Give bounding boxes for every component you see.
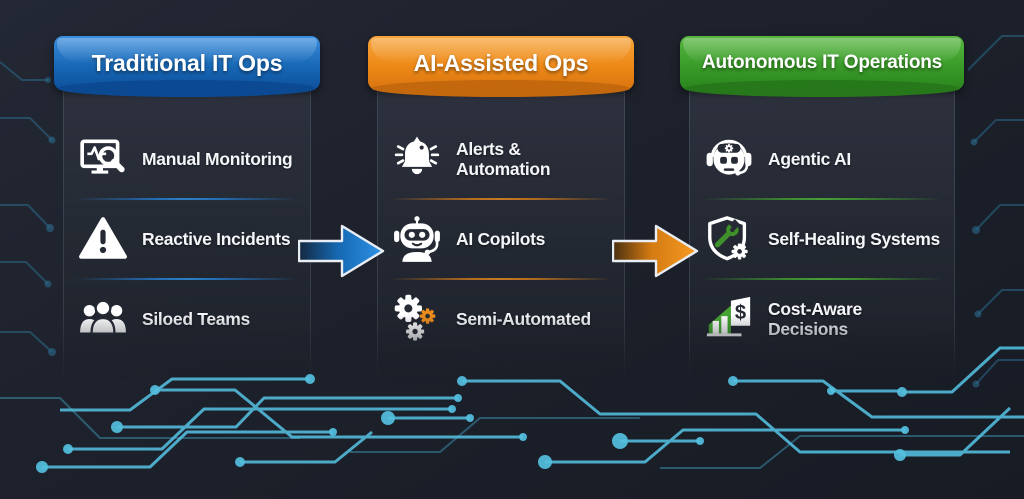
warning-triangle-icon bbox=[78, 214, 128, 264]
column-panel: Alerts & Automation bbox=[377, 80, 625, 380]
column-header-label: AI-Assisted Ops bbox=[413, 49, 589, 76]
list-item: Semi-Automated bbox=[378, 280, 624, 358]
list-item-label: Manual Monitoring bbox=[142, 148, 293, 169]
column-header-label: Autonomous IT Operations bbox=[701, 52, 943, 73]
arrow-traditional-to-ai-assisted bbox=[298, 224, 385, 278]
team-icon bbox=[78, 294, 128, 344]
robot-copilot-icon bbox=[392, 214, 442, 264]
monitor-pulse-icon bbox=[78, 134, 128, 184]
list-item-label: Agentic AI bbox=[768, 148, 851, 169]
item-divider bbox=[702, 278, 942, 280]
shield-wrench-icon bbox=[704, 214, 754, 264]
list-item: Reactive Incidents bbox=[64, 200, 310, 278]
column-header-ai-assisted: AI-Assisted Ops bbox=[368, 36, 634, 97]
list-item: Siloed Teams bbox=[64, 280, 310, 358]
list-item-label: Self-Healing Systems bbox=[768, 228, 940, 249]
column-panel: Agentic AI Self-Healing Systems bbox=[689, 80, 955, 380]
column-header-traditional: Traditional IT Ops bbox=[54, 36, 320, 97]
item-divider bbox=[76, 198, 298, 200]
agentic-robot-icon bbox=[704, 134, 754, 184]
list-item-label: Siloed Teams bbox=[142, 308, 250, 329]
column-ai-assisted-ops: AI-Assisted Ops bbox=[368, 36, 634, 380]
cost-chart-icon: $ bbox=[704, 294, 754, 344]
list-item: Alerts & Automation bbox=[378, 120, 624, 198]
alert-bell-icon bbox=[392, 134, 442, 184]
item-divider bbox=[390, 198, 612, 200]
list-item: Agentic AI bbox=[690, 120, 954, 198]
column-autonomous-it-operations: Autonomous IT Operations bbox=[680, 36, 964, 380]
list-item-label: Semi-Automated bbox=[456, 308, 591, 329]
list-item: Manual Monitoring bbox=[64, 120, 310, 198]
svg-text:$: $ bbox=[735, 302, 746, 324]
list-item-label: Alerts & Automation bbox=[456, 138, 551, 179]
list-item: Self-Healing Systems bbox=[690, 200, 954, 278]
item-divider bbox=[702, 198, 942, 200]
column-traditional-it-ops: Traditional IT Ops Manual Monitoring bbox=[54, 36, 320, 380]
gears-icon bbox=[392, 294, 442, 344]
list-item-label: Cost-Aware Decisions bbox=[768, 298, 862, 339]
column-header-label: Traditional IT Ops bbox=[91, 49, 283, 76]
list-item: $ Cost-Aware Decisions bbox=[690, 280, 954, 358]
arrow-ai-assisted-to-autonomous bbox=[612, 224, 699, 278]
column-header-autonomous: Autonomous IT Operations bbox=[680, 36, 964, 97]
item-divider bbox=[76, 278, 298, 280]
column-panel: Manual Monitoring Reactive Incidents bbox=[63, 80, 311, 380]
list-item-label: Reactive Incidents bbox=[142, 228, 291, 249]
item-divider bbox=[390, 278, 612, 280]
list-item: AI Copilots bbox=[378, 200, 624, 278]
list-item-label: AI Copilots bbox=[456, 228, 546, 249]
